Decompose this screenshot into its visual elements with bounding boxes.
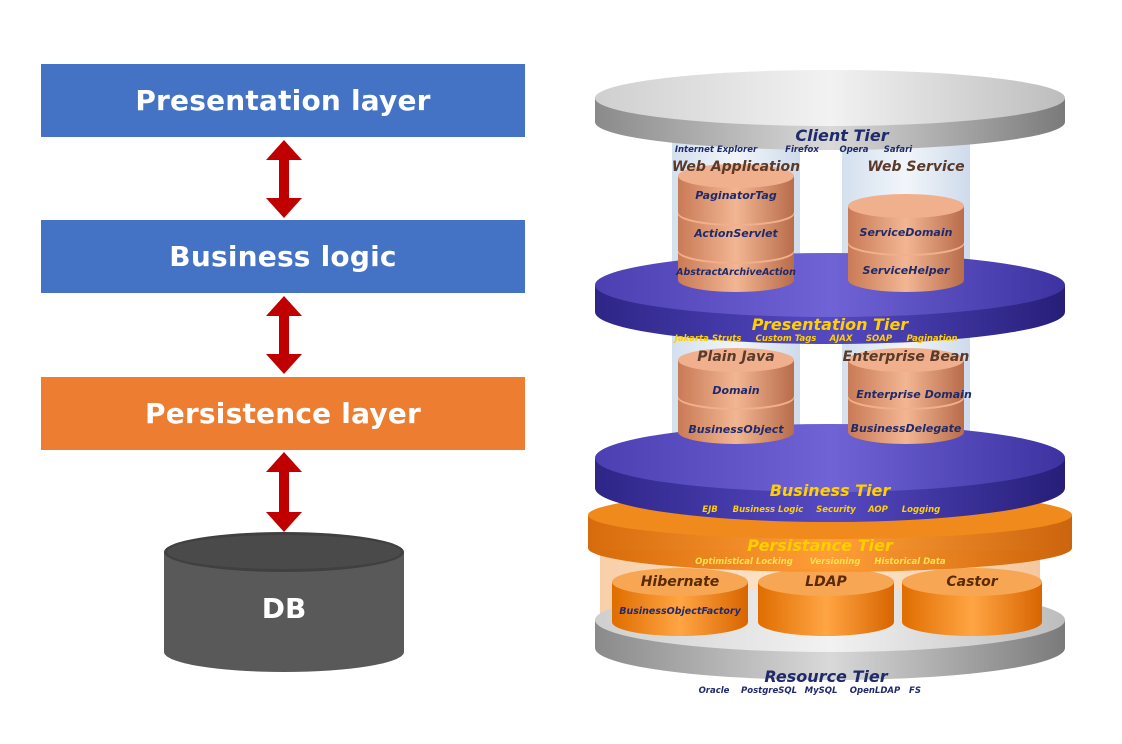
business-delegate-label: BusinessDelegate [851, 422, 962, 435]
presentation-layer-label: Presentation layer [135, 84, 431, 117]
persistence-layer-box: Persistence layer [41, 377, 525, 450]
enterprise-domain-label: Enterprise Domain [856, 388, 972, 401]
service-domain-label: ServiceDomain [860, 226, 953, 239]
resource-tech-mysql: MySQL [805, 686, 838, 696]
business-tech-ejb: EJB [702, 505, 717, 515]
tier-architecture-diagram: Client Tier Internet Explorer Firefox Op… [588, 70, 1072, 696]
resource-tech-postgresql: PostgreSQL [741, 686, 797, 696]
resource-tech-openldap: OpenLDAP [850, 686, 901, 696]
client-tier-disc [595, 70, 1065, 150]
resource-tech-oracle: Oracle [699, 686, 730, 696]
service-helper-label: ServiceHelper [863, 264, 951, 277]
business-logic-box: Business logic [41, 220, 525, 293]
client-tech-firefox: Firefox [785, 145, 819, 155]
hibernate-cylinder [612, 568, 748, 636]
business-tech-logging: Logging [902, 505, 940, 515]
ldap-cylinder [758, 568, 894, 636]
castor-title: Castor [946, 574, 998, 590]
presentation-tier-title: Presentation Tier [752, 315, 910, 334]
presentation-tech-custom-tags: Custom Tags [756, 334, 817, 344]
action-servlet-label: ActionServlet [693, 227, 778, 240]
presentation-layer-box: Presentation layer [41, 64, 525, 137]
client-tier-title: Client Tier [795, 126, 889, 145]
presentation-tech-ajax: AJAX [829, 334, 853, 344]
presentation-tech-soap: SOAP [866, 334, 893, 344]
database-label: DB [261, 592, 307, 625]
web-application-title: Web Application [672, 159, 800, 175]
enterprise-bean-stack [848, 348, 964, 444]
business-object-label: BusinessObject [688, 423, 784, 436]
business-object-factory-label: BusinessObjectFactory [619, 606, 741, 617]
castor-cylinder [902, 568, 1042, 636]
ldap-title: LDAP [805, 574, 847, 590]
domain-label: Domain [712, 384, 759, 397]
plain-java-title: Plain Java [697, 349, 774, 365]
plain-java-stack [678, 348, 794, 444]
business-tech-security: Security [816, 505, 856, 515]
presentation-tech-struts: Jakarta Struts [673, 334, 742, 344]
client-tech-safari: Safari [884, 145, 913, 155]
web-application-stack [678, 164, 794, 292]
hibernate-title: Hibernate [641, 574, 720, 590]
business-tier-title: Business Tier [770, 481, 892, 500]
persistance-tech-historical: Historical Data [874, 557, 946, 567]
persistence-layer-label: Persistence layer [145, 397, 421, 430]
persistance-tier-title: Persistance Tier [747, 536, 894, 555]
web-service-stack [848, 194, 964, 292]
enterprise-bean-title: Enterprise Bean [843, 349, 970, 365]
business-logic-label: Business logic [169, 240, 397, 273]
business-tech-logic: Business Logic [733, 505, 804, 515]
client-tech-opera: Opera [839, 145, 868, 155]
paginator-tag-label: PaginatorTag [695, 189, 777, 202]
abstract-archive-action-label: AbstractArchiveAction [675, 267, 796, 278]
double-arrow-icon [266, 296, 302, 374]
database-icon [164, 532, 404, 672]
double-arrow-icon [266, 140, 302, 218]
double-arrow-icon [266, 452, 302, 532]
presentation-tech-pagination: Pagination [906, 334, 957, 344]
resource-tier-title: Resource Tier [764, 667, 888, 686]
database-cylinder: DB [162, 530, 406, 672]
persistance-tech-versioning: Versioning [810, 557, 861, 567]
resource-tech-fs: FS [909, 686, 921, 696]
web-service-title: Web Service [867, 159, 964, 175]
business-tech-aop: AOP [867, 505, 889, 515]
persistance-tech-locking: Optimistical Locking [695, 557, 793, 567]
client-tech-ie: Internet Explorer [675, 145, 758, 155]
